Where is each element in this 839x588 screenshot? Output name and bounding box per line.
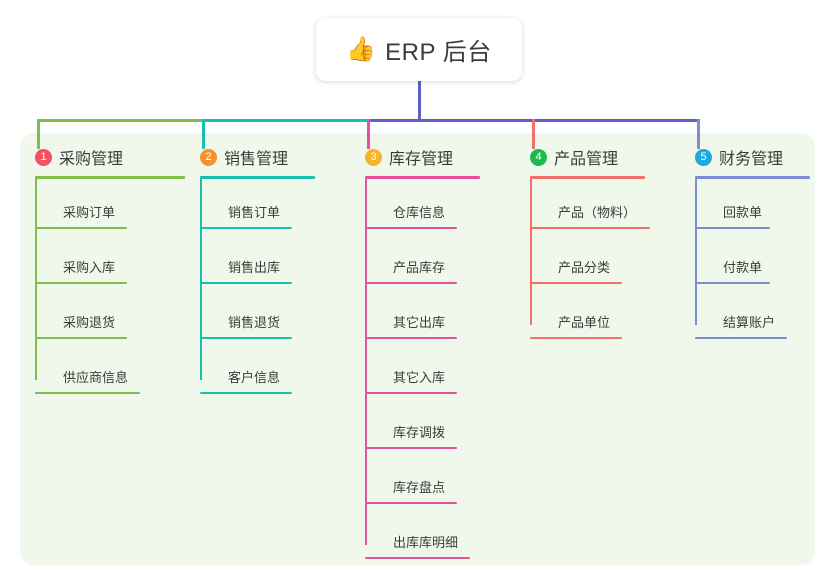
bus-line-segment — [367, 119, 535, 122]
branch-number-badge: 4 — [530, 148, 547, 166]
branch-column: 1 采购管理 — [35, 146, 185, 179]
root-stem-line — [418, 81, 421, 122]
list-item-label: 仓库信息 — [393, 205, 446, 220]
list-item-label: 其它出库 — [393, 315, 446, 330]
list-item-label: 采购退货 — [63, 315, 116, 330]
list-item-label: 出库库明细 — [393, 535, 459, 550]
list-item-underline — [365, 447, 457, 449]
branch-title: 库存管理 — [389, 151, 454, 168]
list-item-underline — [530, 227, 650, 229]
list-item-underline — [200, 227, 292, 229]
list-item-underline — [200, 282, 292, 284]
list-item-underline — [695, 227, 770, 229]
branch-title: 财务管理 — [719, 151, 784, 168]
branch-header[interactable]: 5 财务管理 — [695, 146, 810, 168]
list-item-underline — [35, 227, 127, 229]
root-node[interactable]: 👍 ERP 后台 — [316, 18, 522, 81]
branch-header[interactable]: 4 产品管理 — [530, 146, 645, 168]
list-item-underline — [695, 282, 770, 284]
branch-title: 产品管理 — [554, 151, 619, 168]
diagram-panel — [20, 133, 815, 565]
list-item-underline — [695, 337, 787, 339]
list-item-label: 采购入库 — [63, 260, 116, 275]
branch-title: 采购管理 — [59, 151, 124, 168]
branch-number-badge: 1 — [35, 148, 52, 166]
list-item-label: 库存盘点 — [393, 480, 446, 495]
list-item-label: 客户信息 — [228, 370, 281, 385]
list-item-underline — [35, 282, 127, 284]
bus-line-segment — [532, 119, 700, 122]
list-item-underline — [530, 337, 622, 339]
branch-header[interactable]: 3 库存管理 — [365, 146, 480, 168]
list-item-underline — [35, 337, 127, 339]
list-item-label: 库存调拨 — [393, 425, 446, 440]
list-item-label: 采购订单 — [63, 205, 116, 220]
list-item-label: 销售退货 — [228, 315, 281, 330]
branch-number-badge: 3 — [365, 148, 382, 166]
list-item-label: 其它入库 — [393, 370, 446, 385]
list-item-underline — [365, 282, 457, 284]
thumbs-up-icon: 👍 — [346, 35, 377, 63]
list-item-underline — [200, 392, 292, 394]
bus-line-segment — [202, 119, 370, 122]
branch-number-badge: 2 — [200, 148, 217, 166]
list-item-underline — [365, 557, 470, 559]
branch-column: 5 财务管理 — [695, 146, 810, 179]
branch-drop-line — [37, 119, 40, 149]
bus-line-segment — [37, 119, 205, 122]
list-item-underline — [365, 227, 457, 229]
branch-spine — [530, 179, 532, 325]
branch-drop-line — [202, 119, 205, 149]
list-item-label: 产品库存 — [393, 260, 446, 275]
list-item-underline — [530, 282, 622, 284]
branch-underline — [365, 176, 480, 179]
branch-drop-line — [697, 119, 700, 149]
branch-underline — [200, 176, 315, 179]
list-item-label: 产品分类 — [558, 260, 611, 275]
list-item-underline — [365, 337, 457, 339]
branch-header[interactable]: 2 销售管理 — [200, 146, 315, 168]
list-item-label: 供应商信息 — [63, 370, 129, 385]
branch-title: 销售管理 — [224, 151, 289, 168]
list-item-underline — [365, 392, 457, 394]
branch-underline — [35, 176, 185, 179]
list-item-label: 销售出库 — [228, 260, 281, 275]
branch-spine — [365, 179, 367, 545]
branch-header[interactable]: 1 采购管理 — [35, 146, 185, 168]
page-title: ERP 后台 — [385, 39, 492, 66]
list-item-label: 销售订单 — [228, 205, 281, 220]
branch-number-badge: 5 — [695, 148, 712, 166]
branch-spine — [695, 179, 697, 325]
branch-column: 3 库存管理 — [365, 146, 480, 179]
list-item-underline — [200, 337, 292, 339]
branch-drop-line — [532, 119, 535, 149]
list-item-label: 产品（物料） — [558, 205, 637, 220]
branch-spine — [200, 179, 202, 380]
list-item-label: 付款单 — [723, 260, 763, 275]
list-item-underline — [35, 392, 140, 394]
list-item-label: 结算账户 — [723, 315, 776, 330]
branch-underline — [695, 176, 810, 179]
branch-underline — [530, 176, 645, 179]
branch-column: 2 销售管理 — [200, 146, 315, 179]
branch-column: 4 产品管理 — [530, 146, 645, 179]
list-item-label: 产品单位 — [558, 315, 611, 330]
list-item-label: 回款单 — [723, 205, 763, 220]
list-item-underline — [365, 502, 457, 504]
branch-spine — [35, 179, 37, 380]
branch-drop-line — [367, 119, 370, 149]
